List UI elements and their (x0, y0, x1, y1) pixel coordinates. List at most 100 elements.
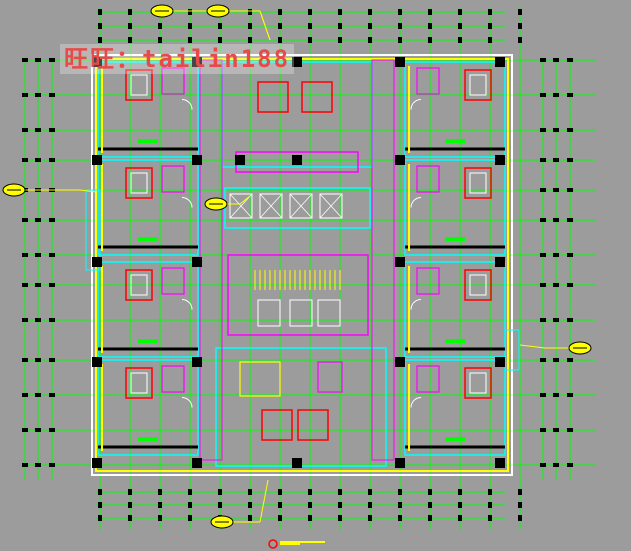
service-shaft (257, 299, 281, 327)
dimension-tick (35, 253, 41, 257)
dimension-tick (428, 515, 432, 521)
bathroom (161, 67, 185, 95)
dimension-tick (49, 128, 55, 132)
column (92, 155, 102, 165)
dimension-tick (553, 58, 559, 62)
dimension-tick (22, 218, 28, 222)
dimension-tick (368, 23, 372, 29)
dimension-tick (49, 428, 55, 432)
dimension-lines (22, 9, 573, 521)
dimension-tick (428, 23, 432, 29)
column (92, 257, 102, 267)
dimension-tick (278, 489, 282, 495)
dimension-tick (540, 128, 546, 132)
outer-wall (91, 54, 513, 476)
dimension-tick (278, 502, 282, 508)
building-outline (85, 54, 520, 476)
dimension-tick (553, 428, 559, 432)
room-outline (404, 159, 506, 256)
dimension-tick (128, 515, 132, 521)
room-outline (404, 261, 506, 358)
dimension-tick (488, 9, 492, 15)
dimension-tick (368, 502, 372, 508)
dimension-tick (308, 489, 312, 495)
callout-leader (79, 189, 97, 193)
door-swing (410, 99, 422, 110)
dimension-tick (518, 489, 522, 495)
bathroom (416, 165, 440, 193)
dimension-tick (128, 489, 132, 495)
dimension-tick (278, 37, 282, 43)
dimension-tick (458, 37, 462, 43)
dimension-tick (308, 9, 312, 15)
dimension-tick (553, 463, 559, 467)
dimension-tick (540, 283, 546, 287)
dimension-tick (567, 158, 573, 162)
column (495, 155, 505, 165)
dimension-tick (428, 489, 432, 495)
dimension-tick (567, 218, 573, 222)
dimension-tick (540, 463, 546, 467)
elevator-car (289, 193, 313, 219)
scale-bar (300, 541, 325, 543)
column (395, 357, 405, 367)
dimension-tick (35, 93, 41, 97)
dimension-tick (218, 23, 222, 29)
dimension-tick (518, 9, 522, 15)
dimension-tick (553, 158, 559, 162)
column (92, 57, 102, 67)
top-suite-bed-left (257, 81, 289, 113)
dimension-tick (567, 463, 573, 467)
bottom-suite-bed-left (261, 409, 293, 441)
elevator-cross (229, 193, 253, 219)
dimension-tick (518, 37, 522, 43)
dimension-tick (567, 58, 573, 62)
dimension-tick (278, 515, 282, 521)
bottom-suite-bed-right (297, 409, 329, 441)
dimension-tick (567, 253, 573, 257)
bed-inner (130, 172, 148, 194)
column (495, 357, 505, 367)
dimension-tick (567, 393, 573, 397)
column (292, 458, 302, 468)
door-swing (410, 397, 422, 408)
dimension-tick (540, 358, 546, 362)
bottom-suite-lounge (239, 361, 281, 397)
side-bay-left (85, 189, 101, 271)
dimension-tick (553, 358, 559, 362)
dimension-tick (338, 9, 342, 15)
dimension-tick (49, 253, 55, 257)
dimension-tick (128, 9, 132, 15)
dimension-tick (540, 428, 546, 432)
dimension-tick (540, 253, 546, 257)
room-outline (404, 359, 506, 456)
dimension-tick (567, 318, 573, 322)
watermark-text: 旺旺：tailin188 (60, 44, 295, 74)
elevator-car (229, 193, 253, 219)
scale-bar (280, 541, 300, 545)
dimension-tick (488, 502, 492, 508)
column (192, 458, 202, 468)
room-outline (404, 61, 506, 158)
dimension-tick (49, 318, 55, 322)
door-swing (181, 299, 193, 310)
dimension-tick (338, 502, 342, 508)
bed-inner (130, 74, 148, 96)
bathroom (416, 365, 440, 393)
dimension-tick (398, 515, 402, 521)
dimension-tick (218, 37, 222, 43)
bottom-suite (215, 347, 387, 467)
dimension-tick (567, 188, 573, 192)
dimension-tick (553, 318, 559, 322)
dimension-tick (22, 158, 28, 162)
dimension-tick (398, 9, 402, 15)
dimension-tick (49, 58, 55, 62)
room-label-bar (445, 339, 465, 343)
dimension-tick (518, 23, 522, 29)
bed-inner (469, 172, 487, 194)
dimension-tick (35, 428, 41, 432)
elevator-car (319, 193, 343, 219)
column (192, 357, 202, 367)
dimension-tick (98, 489, 102, 495)
dimension-tick (553, 218, 559, 222)
